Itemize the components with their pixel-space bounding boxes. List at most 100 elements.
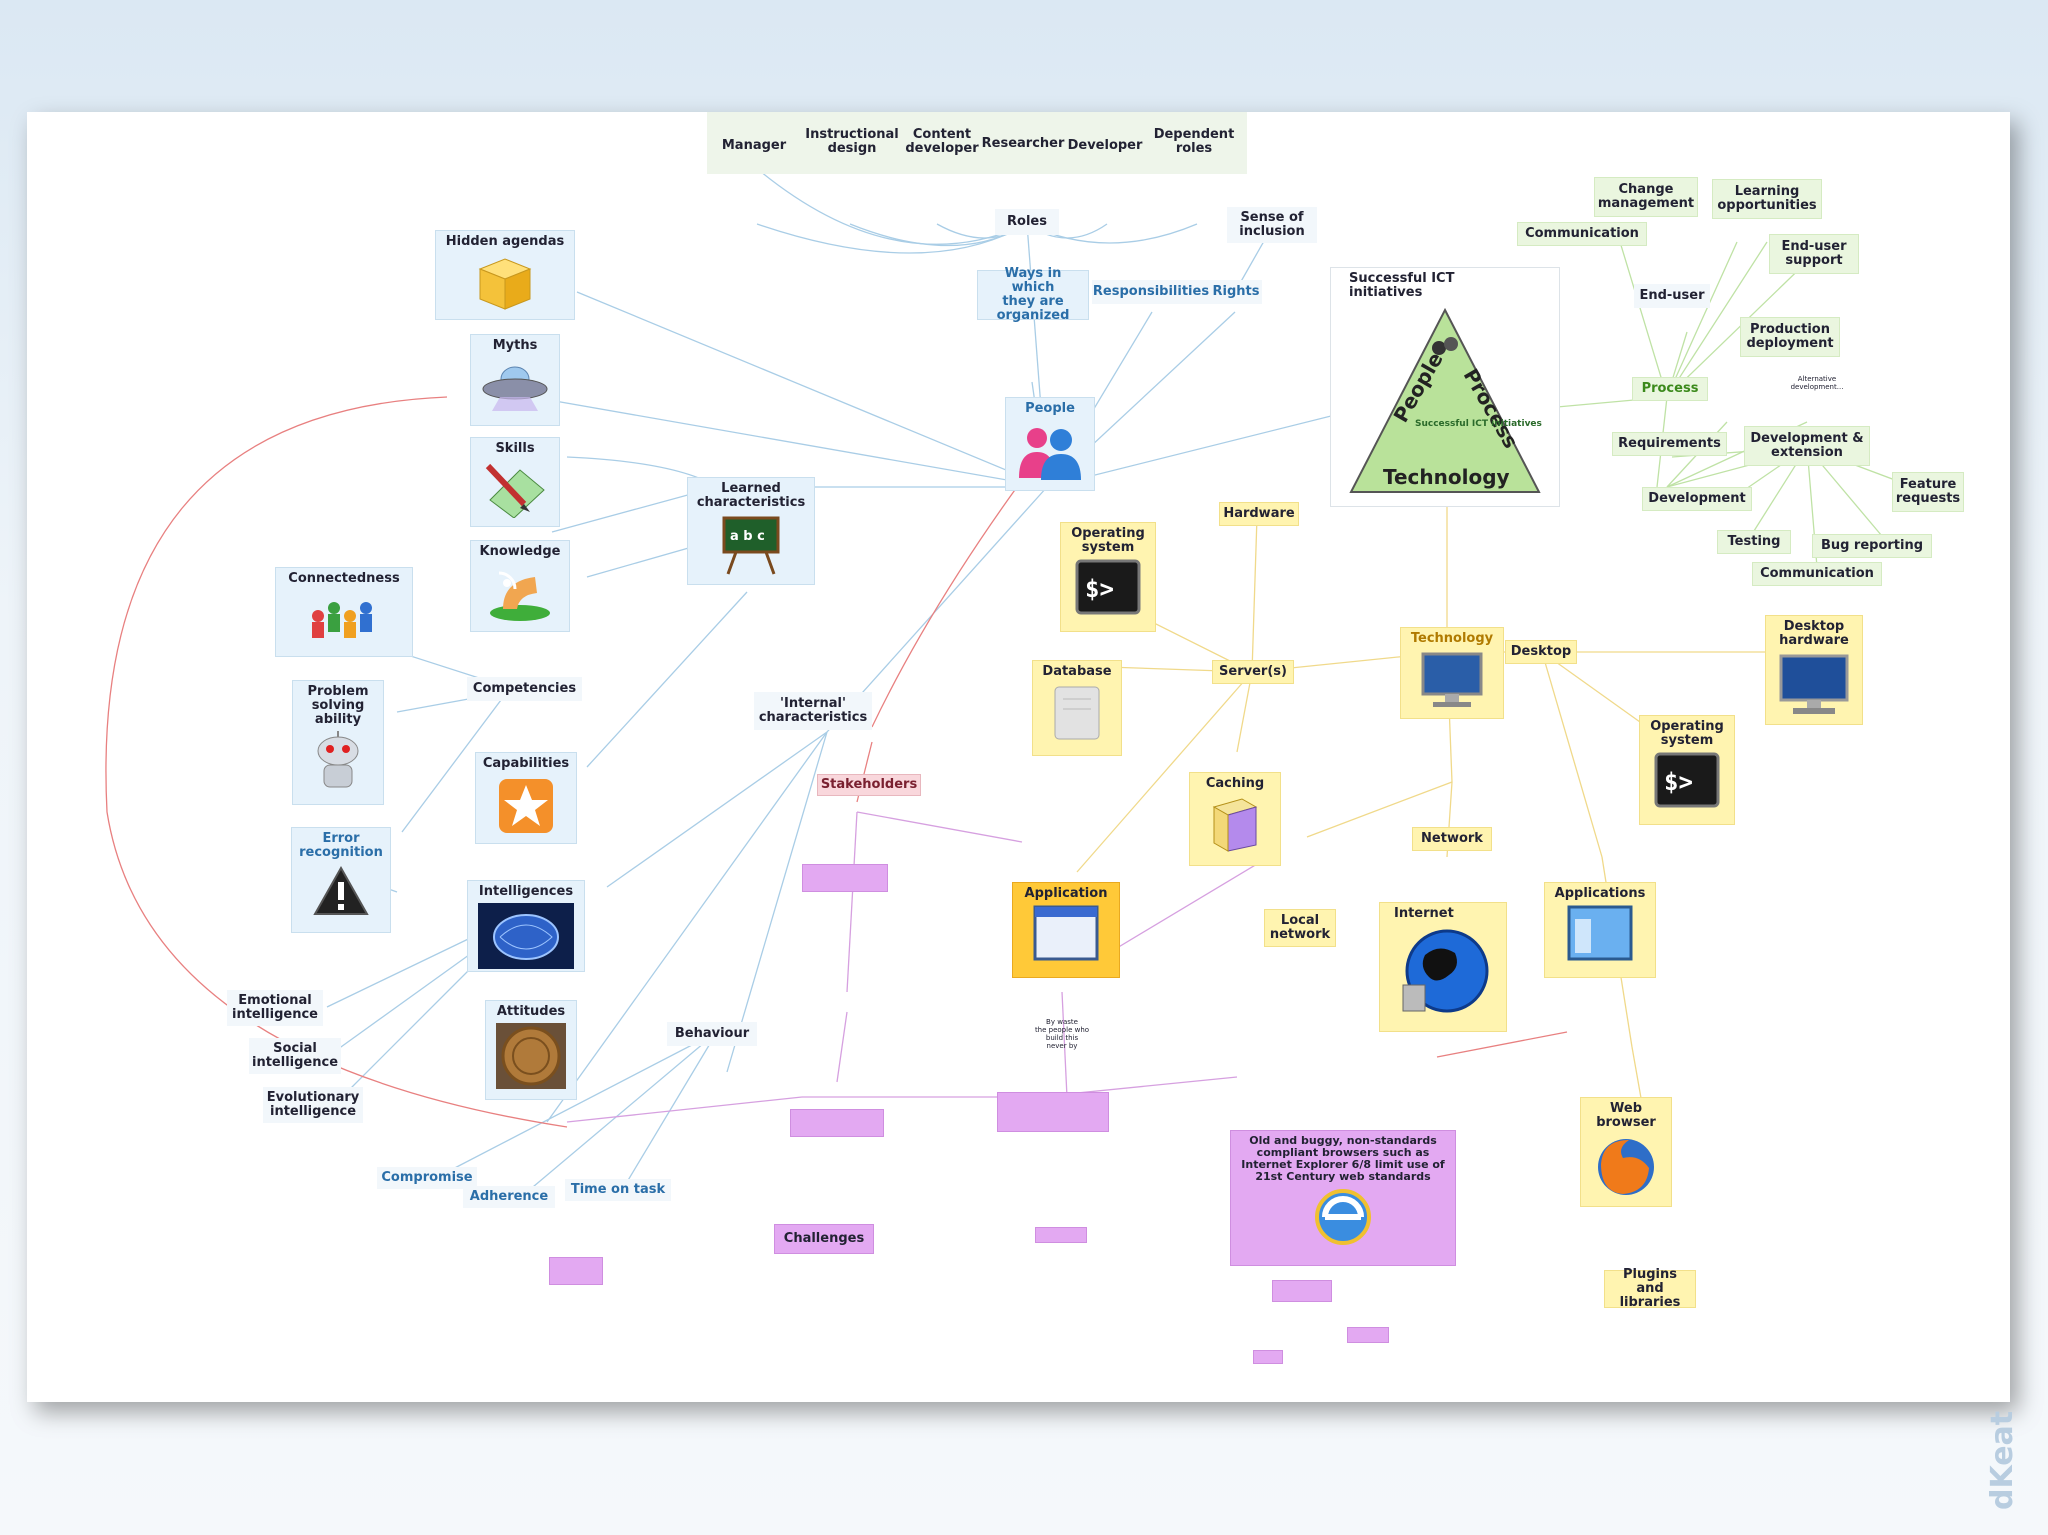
node-competencies[interactable]: Competencies — [467, 677, 582, 701]
node-successful-ict[interactable]: Successful ICT initiatives People Proces… — [1330, 267, 1560, 507]
node-servers[interactable]: Server(s) — [1212, 660, 1294, 684]
node-manager[interactable]: Manager — [721, 138, 787, 153]
node-process-note: Alternative development... — [1790, 375, 1844, 391]
node-communication-top[interactable]: Communication — [1517, 222, 1647, 246]
node-hidden-agendas[interactable]: Hidden agendas — [435, 230, 575, 320]
node-content-developer[interactable]: Content developer — [905, 127, 979, 156]
node-evolutionary-intelligence[interactable]: Evolutionary intelligence — [263, 1087, 363, 1123]
process-connectors — [1556, 231, 1928, 568]
node-emotional-intelligence[interactable]: Emotional intelligence — [227, 990, 323, 1026]
error-recognition-label: Error recognition — [299, 831, 383, 860]
node-internal-characteristics[interactable]: 'Internal' characteristics — [754, 692, 872, 730]
node-development[interactable]: Development — [1642, 487, 1752, 511]
node-challenge-blank-2[interactable] — [790, 1109, 884, 1137]
svg-text:$>: $> — [1085, 575, 1114, 603]
node-adherence[interactable]: Adherence — [463, 1186, 555, 1208]
node-challenges[interactable]: Challenges — [774, 1224, 874, 1254]
node-desktop-hardware[interactable]: Desktop hardware — [1765, 615, 1863, 725]
chalkboard-icon: a b c — [722, 516, 780, 575]
node-requirements[interactable]: Requirements — [1612, 432, 1727, 456]
node-compromise[interactable]: Compromise — [377, 1167, 477, 1189]
node-challenge-blank-1[interactable] — [802, 864, 888, 892]
node-error-recognition[interactable]: Error recognition — [291, 827, 391, 933]
node-ways-organized[interactable]: Ways in which they are organized — [977, 267, 1089, 323]
node-behaviour[interactable]: Behaviour — [667, 1022, 757, 1046]
node-bug-reporting[interactable]: Bug reporting — [1812, 534, 1932, 558]
node-plugins-libraries[interactable]: Plugins and libraries — [1604, 1268, 1696, 1310]
node-ie-note[interactable]: Old and buggy, non-standards compliant b… — [1230, 1130, 1456, 1266]
node-change-management[interactable]: Change management — [1594, 177, 1698, 217]
node-caching[interactable]: Caching — [1189, 772, 1281, 866]
node-technology[interactable]: Technology — [1400, 627, 1504, 719]
node-challenge-blank-8[interactable] — [1253, 1350, 1283, 1364]
node-communication-bottom[interactable]: Communication — [1752, 562, 1882, 586]
node-production-deployment[interactable]: Production deployment — [1740, 317, 1840, 357]
node-attitudes[interactable]: Attitudes — [485, 1000, 577, 1100]
node-challenge-blank-5[interactable] — [1035, 1227, 1087, 1243]
node-process[interactable]: Process — [1632, 377, 1708, 401]
node-learned-characteristics[interactable]: Learned characteristics a b c — [687, 477, 815, 585]
star-icon — [499, 779, 553, 833]
node-learning-opportunities[interactable]: Learning opportunities — [1712, 179, 1822, 219]
users-icon — [1019, 428, 1081, 480]
node-desktop[interactable]: Desktop — [1505, 640, 1577, 664]
node-network[interactable]: Network — [1412, 827, 1492, 851]
app-window-icon — [1567, 905, 1633, 961]
application-label: Application — [1024, 886, 1108, 901]
node-enduser[interactable]: End-user — [1634, 284, 1710, 308]
node-applications[interactable]: Applications — [1544, 882, 1656, 978]
node-myths[interactable]: Myths — [470, 334, 560, 426]
node-sense-of-inclusion[interactable]: Sense of inclusion — [1227, 207, 1317, 243]
node-web-browser[interactable]: Web browser — [1580, 1097, 1672, 1207]
pencil-paper-icon — [485, 463, 545, 518]
node-internet[interactable]: Internet — [1379, 902, 1507, 1032]
node-skills[interactable]: Skills — [470, 437, 560, 527]
node-roles[interactable]: Roles — [995, 209, 1059, 235]
node-time-on-task[interactable]: Time on task — [565, 1179, 671, 1201]
node-challenge-blank-6[interactable] — [1272, 1280, 1332, 1302]
node-intelligences[interactable]: Intelligences — [467, 880, 585, 972]
node-responsibilities[interactable]: Responsibilities — [1092, 280, 1210, 304]
node-researcher[interactable]: Researcher — [981, 136, 1065, 151]
problem-solving-label: Problem solving ability — [307, 684, 369, 727]
myths-label: Myths — [492, 338, 538, 353]
node-developer[interactable]: Developer — [1067, 138, 1143, 153]
node-development-extension[interactable]: Development & extension — [1744, 426, 1870, 466]
database-icon — [1054, 686, 1100, 740]
node-operating-system-desktop[interactable]: Operating system $> — [1639, 715, 1735, 825]
node-challenge-blank-3[interactable] — [997, 1092, 1109, 1132]
node-capabilities[interactable]: Capabilities — [475, 752, 577, 844]
node-rights[interactable]: Rights — [1210, 280, 1262, 304]
node-knowledge[interactable]: Knowledge — [470, 540, 570, 632]
caching-label: Caching — [1205, 776, 1265, 791]
node-enduser-support[interactable]: End-user support — [1769, 234, 1859, 274]
database-label: Database — [1042, 664, 1112, 679]
successful-ict-label: Successful ICT initiatives — [1349, 271, 1455, 300]
node-testing[interactable]: Testing — [1717, 530, 1791, 554]
node-social-intelligence[interactable]: Social intelligence — [249, 1038, 341, 1074]
hidden-agendas-label: Hidden agendas — [445, 234, 565, 249]
node-challenge-blank-4[interactable] — [549, 1257, 603, 1285]
node-stakeholders[interactable]: Stakeholders — [817, 774, 921, 796]
brain-icon — [478, 903, 574, 969]
terminal-icon: $> — [1075, 559, 1141, 615]
node-people[interactable]: People — [1005, 397, 1095, 491]
node-hardware[interactable]: Hardware — [1219, 502, 1299, 526]
window-icon — [1033, 905, 1099, 961]
cache-box-icon — [1212, 798, 1258, 852]
node-challenge-blank-7[interactable] — [1347, 1327, 1389, 1343]
box-icon — [478, 258, 532, 310]
node-operating-system-server[interactable]: Operating system $> — [1060, 522, 1156, 632]
node-connectedness[interactable]: Connectedness — [275, 567, 413, 657]
node-dependent-roles[interactable]: Dependent roles — [1153, 127, 1235, 156]
ie-icon — [1315, 1189, 1371, 1245]
operating-system-server-label: Operating system — [1071, 526, 1145, 555]
node-problem-solving[interactable]: Problem solving ability — [292, 680, 384, 805]
rss-reader-icon — [490, 571, 550, 621]
node-local-network[interactable]: Local network — [1264, 909, 1336, 947]
node-application[interactable]: Application — [1012, 882, 1120, 978]
node-database[interactable]: Database — [1032, 660, 1122, 756]
node-instructional-design[interactable]: Instructional design — [805, 127, 899, 156]
capabilities-label: Capabilities — [482, 756, 570, 771]
node-feature-requests[interactable]: Feature requests — [1892, 472, 1964, 512]
